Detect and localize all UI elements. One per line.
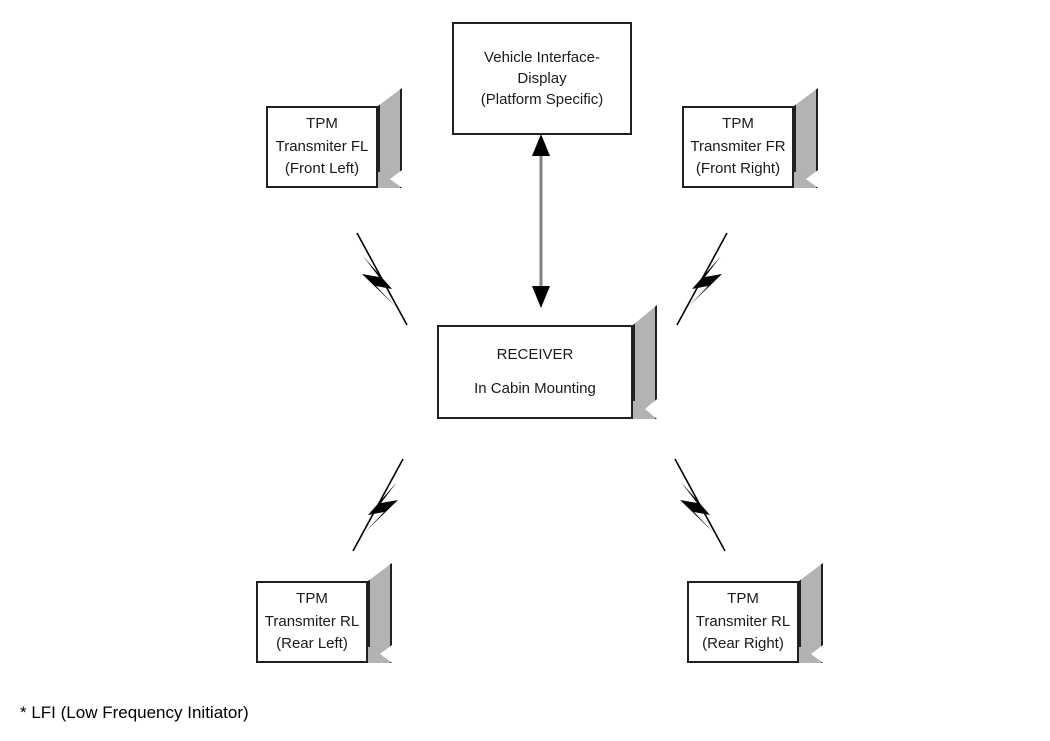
box-side-face — [378, 88, 402, 188]
node-label-group: Vehicle Interface- Display (Platform Spe… — [481, 47, 604, 111]
box-front-face: TPM Transmiter FR (Front Right) — [682, 106, 794, 188]
node-tpm-transmiter-rl: TPM Transmiter RL (Rear Left) — [256, 563, 392, 683]
node-label-group: TPM Transmiter FL (Front Left) — [276, 113, 369, 181]
rf-link-rear-right-icon — [674, 458, 726, 552]
display-line-1: Vehicle Interface- — [484, 48, 600, 66]
box-front-face: RECEIVER In Cabin Mounting — [437, 325, 633, 419]
box-side-face — [368, 563, 392, 663]
node-tpm-transmiter-rr: TPM Transmiter RL (Rear Right) — [687, 563, 823, 683]
rf-link-front-right-icon — [676, 232, 728, 326]
receiver-line-2: In Cabin Mounting — [474, 380, 596, 397]
box-side-face — [799, 563, 823, 663]
tpm-rr-line-2: Transmiter RL — [695, 612, 791, 630]
node-label-group: RECEIVER In Cabin Mounting — [474, 338, 596, 407]
box-side-face — [633, 305, 657, 419]
footnote-lfi: * LFI (Low Frequency Initiator) — [20, 703, 249, 722]
arrow-display-receiver — [532, 134, 550, 308]
tpm-rl-line-3: (Rear Left) — [276, 635, 348, 653]
tpm-fr-line-3: (Front Right) — [695, 160, 781, 178]
node-label-group: TPM Transmiter FR (Front Right) — [690, 113, 785, 181]
tpm-rr-line-3: (Rear Right) — [702, 635, 784, 653]
display-line-2: Display — [517, 69, 567, 87]
receiver-line-1: RECEIVER — [496, 345, 574, 363]
box-front-face: TPM Transmiter RL (Rear Left) — [256, 581, 368, 663]
tpm-rr-line-1: TPM — [727, 590, 759, 608]
box-front-face: TPM Transmiter FL (Front Left) — [266, 106, 378, 188]
node-tpm-transmiter-fl: TPM Transmiter FL (Front Left) — [266, 88, 402, 208]
tpm-fl-line-3: (Front Left) — [284, 160, 360, 178]
rf-link-rear-left-icon — [352, 458, 404, 552]
node-vehicle-interface-display: Vehicle Interface- Display (Platform Spe… — [452, 22, 632, 135]
box-front-face: TPM Transmiter RL (Rear Right) — [687, 581, 799, 663]
node-receiver: RECEIVER In Cabin Mounting — [437, 305, 657, 439]
tpm-rl-line-2: Transmiter RL — [264, 612, 360, 630]
tpm-fr-line-2: Transmiter FR — [690, 137, 786, 155]
tpm-rl-line-1: TPM — [296, 590, 328, 608]
node-label-group: TPM Transmiter RL (Rear Right) — [696, 588, 790, 656]
tpm-fl-line-2: Transmiter FL — [275, 137, 369, 155]
node-tpm-transmiter-fr: TPM Transmiter FR (Front Right) — [682, 88, 818, 208]
display-line-3: (Platform Specific) — [480, 91, 604, 109]
rf-link-front-left-icon — [356, 232, 408, 326]
tpm-fl-line-1: TPM — [306, 115, 338, 133]
node-label-group: TPM Transmiter RL (Rear Left) — [265, 588, 359, 656]
tpm-fr-line-1: TPM — [722, 115, 754, 133]
